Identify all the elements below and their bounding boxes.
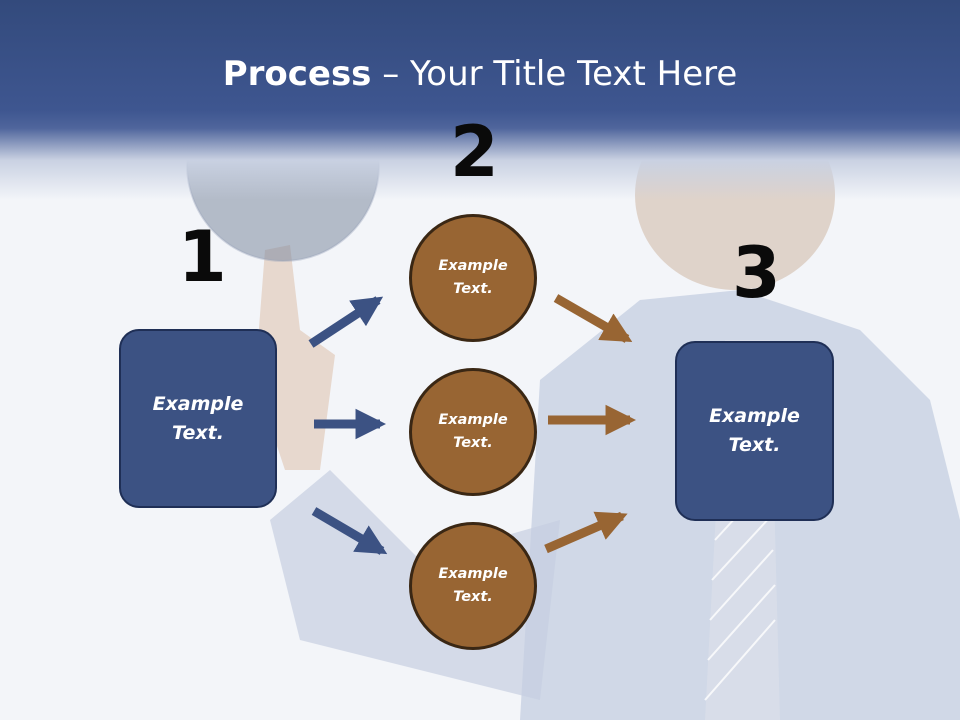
- title-rest: – Your Title Text Here: [371, 54, 738, 94]
- step-1-text-line1: Example: [152, 392, 244, 415]
- circle-middle-line1: Example: [438, 412, 508, 428]
- title-band: [0, 0, 960, 200]
- step-1-text-line2: Text.: [172, 421, 224, 444]
- arrow-brown-down: [553, 294, 633, 343]
- circle-top-line2: Text.: [453, 281, 493, 297]
- arrow-blue-down: [311, 507, 388, 555]
- arrow-blue-up: [308, 296, 384, 348]
- slide-title: Process – Your Title Text Here: [0, 52, 960, 96]
- title-bold: Process: [222, 54, 372, 94]
- circle-middle-line2: Text.: [453, 435, 493, 451]
- circle-bottom-line2: Text.: [453, 589, 493, 605]
- step-3-text-line2: Text.: [728, 434, 781, 456]
- step-number-1: 1: [178, 216, 227, 298]
- step-3-text-line1: Example: [709, 405, 800, 427]
- circle-bottom-line1: Example: [438, 566, 508, 582]
- circle-top-line1: Example: [438, 258, 508, 274]
- step-number-3: 3: [732, 232, 781, 314]
- arrow-brown-up: [544, 511, 628, 554]
- step-number-2: 2: [450, 111, 499, 193]
